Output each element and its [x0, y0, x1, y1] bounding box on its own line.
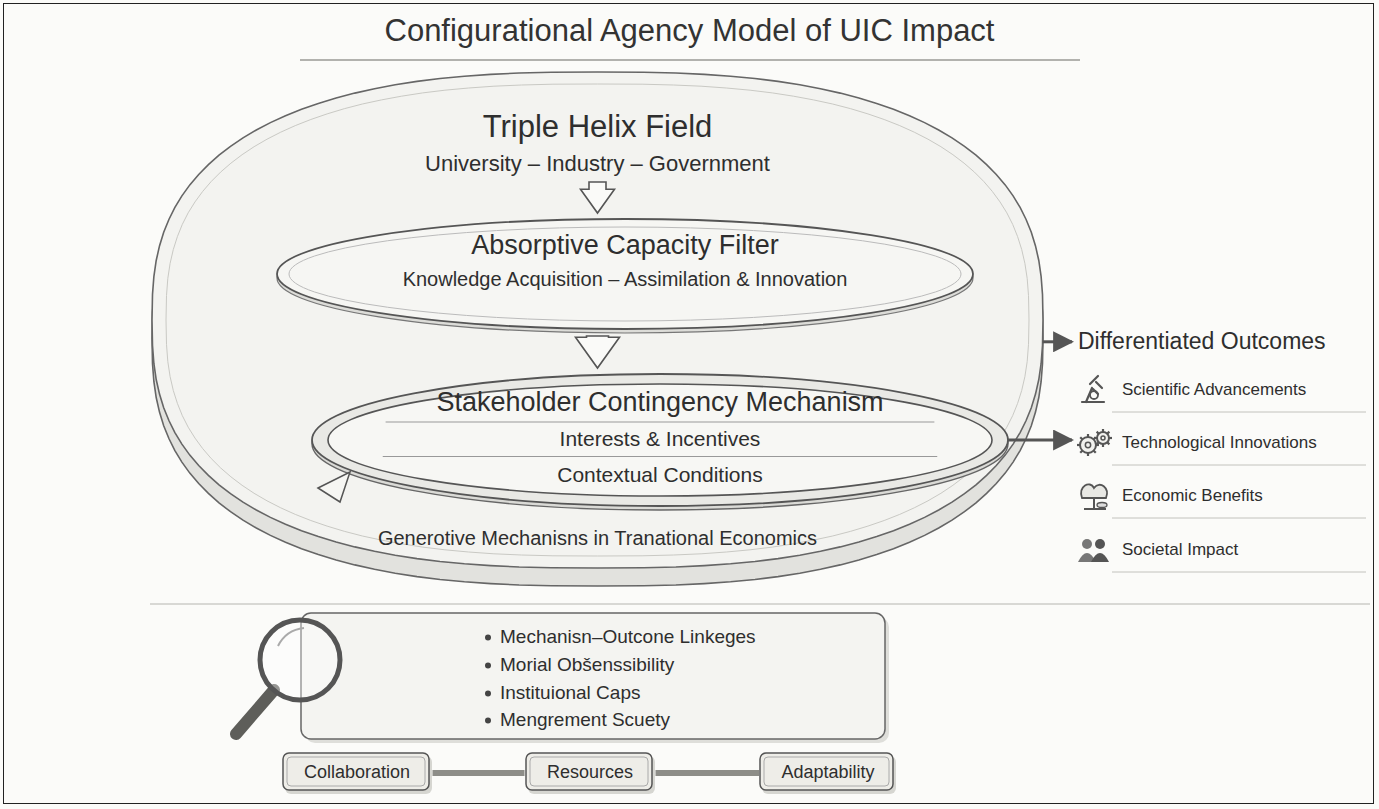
person-body	[1091, 553, 1109, 562]
lens-glint	[278, 628, 304, 646]
triple-helix-disc: Triple Helix FieldUniversity – Industry …	[150, 70, 1045, 590]
node-text: Societal Impact	[1072, 540, 1370, 560]
node-heading: Resources	[525, 762, 656, 784]
node-text: Mengrement Scuety	[300, 709, 890, 732]
person-head	[1082, 539, 1092, 549]
gear-hub	[1101, 436, 1105, 440]
cycle-arrowhead	[318, 472, 350, 502]
coin-icon	[1097, 503, 1107, 508]
outcome-arrow	[1008, 439, 1072, 442]
stakeholder-ring: Stakeholder Contingency MechanismInteres…	[310, 370, 1010, 510]
node-heading: Stakeholder Contingency Mechanism	[310, 386, 1010, 418]
bullet-dot	[485, 635, 491, 641]
node-text: Morial Obšenssibility	[300, 654, 890, 677]
bullet-dot	[485, 718, 491, 724]
person-head	[1095, 539, 1105, 549]
diagram-title: Configurational Agency Model of UIC Impa…	[0, 12, 1379, 49]
outcome-icon	[1082, 376, 1104, 402]
node-text: Technological Innovations	[1072, 433, 1370, 453]
tree-icon	[1081, 484, 1107, 498]
separator-line	[383, 456, 938, 457]
plaque-link-bar	[656, 770, 760, 776]
baseline-rule	[150, 604, 1370, 605]
microscope-icon	[1082, 376, 1104, 402]
pillar-plaque: Collaboration	[282, 752, 433, 794]
flow-arrow	[581, 182, 615, 213]
separator-line	[1112, 412, 1366, 413]
pillar-plaque: Resources	[525, 752, 656, 794]
gear-hub	[1085, 442, 1090, 447]
analysis-box: Mechanisn–Outcone LinkegesMorial Obšenss…	[300, 612, 890, 744]
node-heading: Absorptive Capacity Filter	[275, 229, 975, 261]
outcome-arrow	[1043, 340, 1072, 343]
node-text: Contextual Conditions	[310, 462, 1010, 487]
node-heading: Mechanisn–Outcone Linkeges	[300, 626, 890, 649]
flow-arrow	[576, 336, 620, 368]
separator-line	[1112, 518, 1366, 519]
node-heading: Triple Helix Field	[150, 108, 1045, 145]
outcome-icon	[1081, 484, 1107, 509]
absorptive-filter-ellipse: Absorptive Capacity FilterKnowledge Acqu…	[275, 215, 975, 333]
magnifier-lens	[260, 620, 340, 700]
magnifier-handle	[236, 690, 274, 734]
pillar-plaque: Adaptability	[759, 752, 897, 794]
separator-line	[1112, 572, 1366, 573]
node-text: Generotive Mechanisns in Tranational Eco…	[150, 526, 1045, 550]
bullet-dot	[485, 691, 491, 697]
node-text: Knowledge Acquisition – Assimilation & I…	[275, 267, 975, 291]
separator-line	[1112, 465, 1366, 466]
outcome-icon	[1078, 539, 1109, 562]
node-text: Instituional Caps	[300, 682, 890, 705]
tree-trunk	[1084, 498, 1106, 509]
plaque-link-bar	[433, 770, 525, 776]
node-text: University – Industry – Government	[150, 151, 1045, 177]
disc-face	[152, 72, 1043, 568]
gear-icon	[1097, 432, 1109, 444]
gear-icon	[1080, 437, 1096, 453]
node-heading: Collaboration	[282, 762, 433, 784]
node-text: Interests & Incentives	[310, 426, 1010, 451]
separator-line	[386, 422, 935, 423]
outcome-list: Differentiated OutcomesScientific Advanc…	[1072, 322, 1370, 592]
outcome-icon	[1077, 429, 1112, 456]
title-wrap: Configurational Agency Model of UIC Impa…	[0, 12, 1379, 49]
bullet-dot	[485, 663, 491, 669]
underline	[300, 59, 1080, 61]
microscope-stage	[1090, 391, 1098, 399]
node-text: Economic Benefits	[1072, 486, 1370, 506]
node-heading: Adaptability	[759, 762, 897, 784]
node-text: Scientific Advancements	[1072, 380, 1370, 400]
node-heading: Differentiated Outcomes	[1072, 328, 1370, 356]
